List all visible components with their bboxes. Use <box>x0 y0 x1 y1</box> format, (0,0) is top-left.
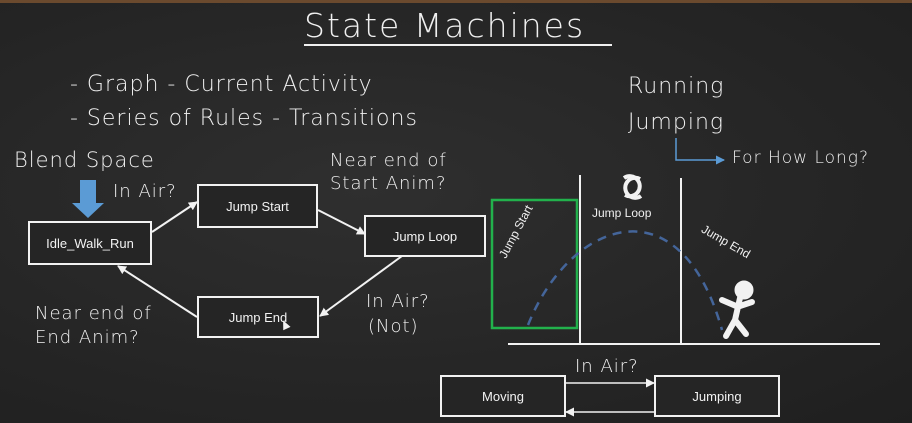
loop-icon <box>622 174 643 200</box>
stick-figure-icon <box>719 280 755 339</box>
edge-jump-loop-to-jump-end <box>319 255 403 317</box>
edge-idle-to-jump-start <box>151 201 198 233</box>
for-how-long-label: For How Long? <box>732 148 870 168</box>
state-jump-loop: Jump Loop <box>364 215 486 257</box>
for-how-long-arrow <box>675 138 725 165</box>
in-air-bottom-label: In Air? <box>575 356 639 377</box>
bullet-rules: - Series of Rules - Transitions <box>70 106 418 131</box>
running-label: Running <box>628 74 725 99</box>
in-air-not-line2: (Not) <box>368 316 419 337</box>
state-jumping: Jumping <box>654 375 780 417</box>
down-arrow-icon <box>72 180 104 218</box>
near-end-end-line2: End Anim? <box>35 327 140 348</box>
state-jump-end: Jump End <box>197 296 319 338</box>
jump-trajectory <box>526 230 724 331</box>
near-end-start-line2: Start Anim? <box>330 173 447 194</box>
near-end-start-line1: Near end of <box>330 150 447 171</box>
state-jump-end-label: Jump End <box>228 309 288 325</box>
slide-title: State Machines <box>304 6 586 45</box>
state-idle-walk-run: Idle_Walk_Run <box>28 221 152 265</box>
jumping-label: Jumping <box>628 110 725 135</box>
state-moving: Moving <box>440 375 566 417</box>
title-underline <box>304 44 612 46</box>
in-air-not-line1: In Air? <box>366 291 430 312</box>
in-air-label: In Air? <box>113 181 177 202</box>
bullet-graph: - Graph - Current Activity <box>70 72 373 97</box>
edge-jump-start-to-jump-loop <box>317 209 366 235</box>
jump-start-highlight <box>490 198 579 330</box>
state-jump-start: Jump Start <box>197 184 318 228</box>
near-end-end-line1: Near end of <box>35 303 152 324</box>
blend-space-label: Blend Space <box>14 148 155 172</box>
phase-jump-loop-label: Jump Loop <box>592 206 652 220</box>
top-accent-bar <box>0 0 912 3</box>
edge-jump-end-to-idle <box>117 265 198 318</box>
